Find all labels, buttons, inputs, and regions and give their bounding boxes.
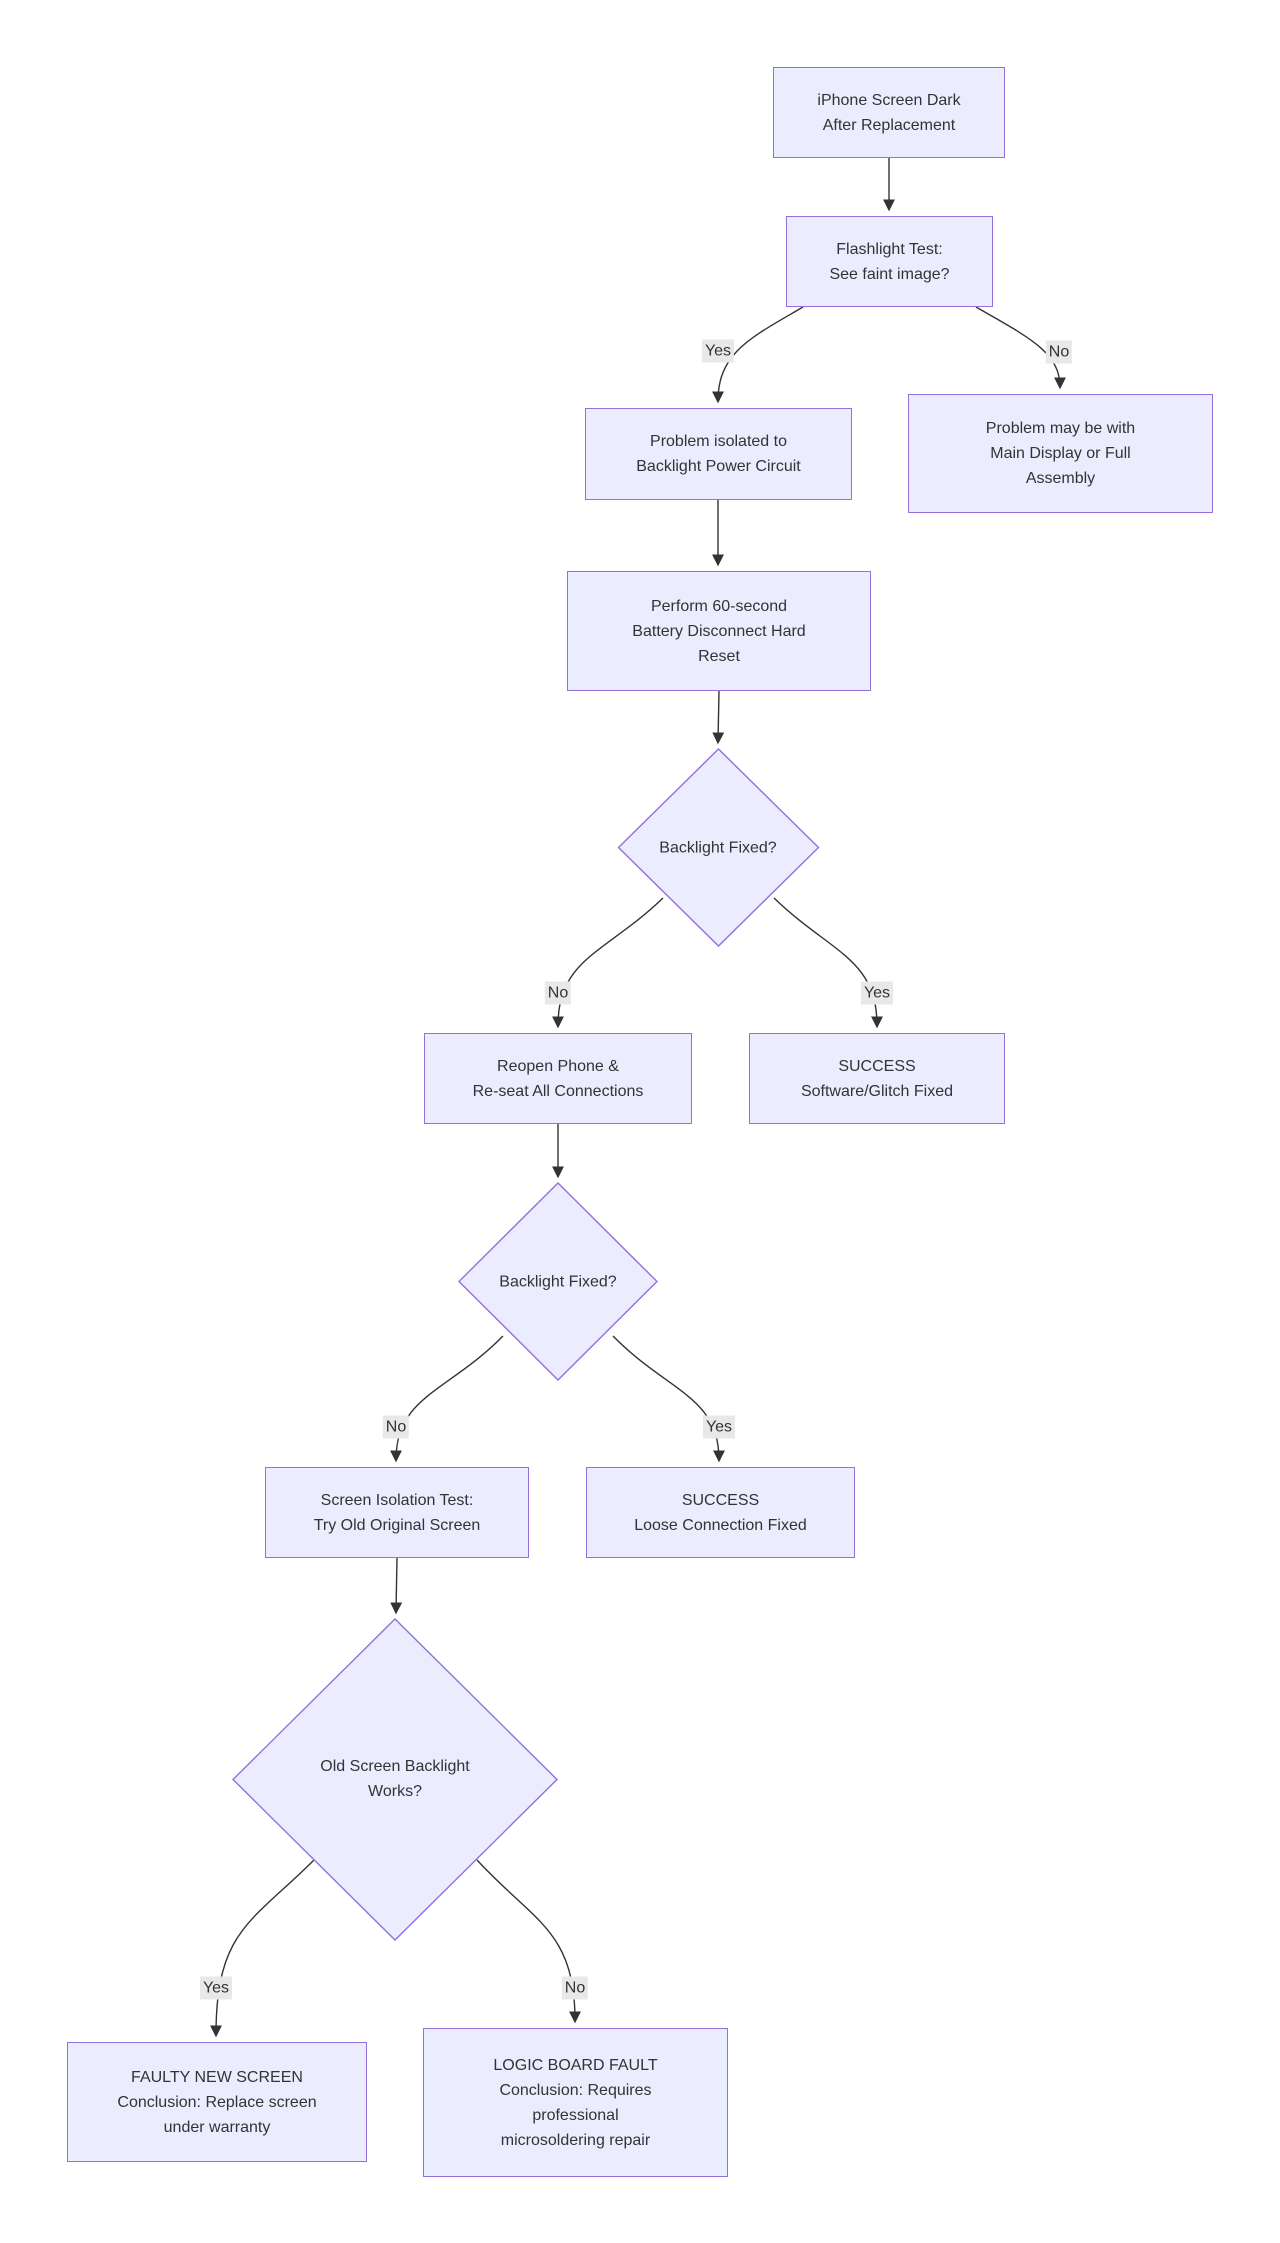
- node-backlight-fixed-1-label: Backlight Fixed?: [659, 839, 777, 857]
- node-faulty-new-screen-label: FAULTY NEW SCREEN Conclusion: Replace sc…: [117, 2068, 317, 2136]
- node-success-software: SUCCESS Software/Glitch Fixed: [749, 1033, 1005, 1124]
- diamond-old-screen-works: [232, 1618, 558, 1941]
- node-reseat-connections-label: Reopen Phone & Re-seat All Connections: [472, 1057, 644, 1100]
- node-backlight-circuit-label: Problem isolated to Backlight Power Circ…: [636, 433, 801, 475]
- node-backlight-circuit: Problem isolated to Backlight Power Circ…: [585, 408, 852, 500]
- diamond-backlight-fixed-1: [617, 748, 820, 947]
- node-success-loose: SUCCESS Loose Connection Fixed: [586, 1467, 855, 1558]
- node-start: iPhone Screen Dark After Replacement: [773, 67, 1005, 158]
- node-logic-board-fault: LOGIC BOARD FAULT Conclusion: Requires p…: [423, 2028, 728, 2177]
- node-hard-reset-label: Perform 60-second Battery Disconnect Har…: [632, 597, 806, 665]
- edge-label-yes-backlight-fixed-1: Yes: [860, 981, 894, 1005]
- node-logic-board-fault-label: LOGIC BOARD FAULT Conclusion: Requires p…: [493, 2056, 658, 2149]
- edge-old-screen-works-no-to-logic-board-fault: [476, 1859, 581, 2024]
- edge-backlight-fixed-1-yes-to-success-software: [773, 897, 883, 1029]
- edge-old-screen-works-yes-to-faulty-new-screen: [210, 1859, 315, 2038]
- node-main-display: Problem may be with Main Display or Full…: [908, 394, 1213, 513]
- edge-label-no-flashlight: No: [1045, 340, 1073, 364]
- node-screen-isolation-label: Screen Isolation Test: Try Old Original …: [313, 1491, 481, 1534]
- node-success-loose-label: SUCCESS Loose Connection Fixed: [634, 1491, 807, 1534]
- node-faulty-new-screen: FAULTY NEW SCREEN Conclusion: Replace sc…: [67, 2042, 367, 2162]
- edge-backlight-fixed-2-no-to-screen-isolation: [390, 1335, 504, 1463]
- node-main-display-label: Problem may be with Main Display or Full…: [985, 420, 1136, 487]
- node-start-label: iPhone Screen Dark After Replacement: [817, 91, 961, 134]
- diamond-backlight-fixed-2: [458, 1182, 658, 1381]
- node-backlight-fixed-2-label: Backlight Fixed?: [499, 1273, 617, 1291]
- node-reseat-connections: Reopen Phone & Re-seat All Connections: [424, 1033, 692, 1124]
- node-flashlight-test-label: Flashlight Test: See faint image?: [829, 240, 950, 283]
- edge-backlight-fixed-2-yes-to-success-loose: [612, 1335, 725, 1463]
- node-old-screen-works-label: Old Screen Backlight Works?: [320, 1758, 470, 1800]
- edge-flashlight-test-yes-to-backlight-circuit: [712, 306, 804, 404]
- edge-label-yes-old-screen: Yes: [199, 1976, 233, 2000]
- edge-label-yes-flashlight: Yes: [701, 339, 735, 363]
- edge-label-yes-backlight-fixed-2: Yes: [702, 1415, 736, 1439]
- node-screen-isolation: Screen Isolation Test: Try Old Original …: [265, 1467, 529, 1558]
- node-success-software-label: SUCCESS Software/Glitch Fixed: [800, 1057, 954, 1100]
- edge-backlight-fixed-1-no-to-reseat-connections: [552, 897, 664, 1029]
- node-flashlight-test: Flashlight Test: See faint image?: [786, 216, 993, 307]
- edge-label-no-backlight-fixed-1: No: [544, 981, 572, 1005]
- edge-hard-reset-to-backlight-fixed-1: [712, 690, 725, 745]
- edge-label-no-old-screen: No: [561, 1976, 589, 2000]
- edge-screen-isolation-to-old-screen-works: [390, 1557, 403, 1615]
- edge-flashlight-test-no-to-main-display: [975, 306, 1066, 390]
- node-hard-reset: Perform 60-second Battery Disconnect Har…: [567, 571, 871, 691]
- edge-label-no-backlight-fixed-2: No: [382, 1415, 410, 1439]
